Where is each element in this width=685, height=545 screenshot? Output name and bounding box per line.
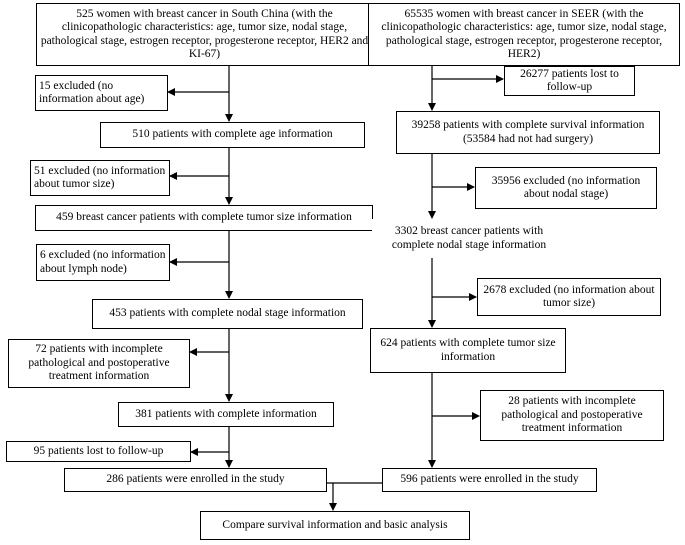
right-excluded-pathological-box: 28 patients with incomplete pathological…: [480, 390, 664, 441]
right-lost-followup-box: 26277 patients lost to follow-up: [504, 66, 635, 96]
final-text: Compare survival information and basic a…: [222, 518, 448, 531]
left-age-complete-box: 510 patients with complete age informati…: [100, 122, 365, 148]
left-excluded-lymph-text: 6 excluded (no information about lymph n…: [40, 249, 166, 275]
left-lost-followup-text: 95 patients lost to follow-up: [33, 444, 164, 457]
right-tumor-complete-text: 624 patients with complete tumor size in…: [380, 337, 556, 363]
right-enrolled-text: 596 patients were enrolled in the study: [400, 473, 579, 486]
left-excluded-lymph-box: 6 excluded (no information about lymph n…: [36, 244, 170, 281]
right-excluded-tumor-text: 2678 excluded (no information about tumo…: [483, 283, 655, 310]
right-excluded-pathological-text: 28 patients with incomplete pathological…: [501, 395, 643, 435]
final-box: Compare survival information and basic a…: [200, 511, 470, 540]
right-excluded-nodal-box: 35956 excluded (no information about nod…: [475, 167, 657, 209]
left-nodal-complete-box: 453 patients with complete nodal stage i…: [92, 299, 363, 329]
left-enrolled-text: 286 patients were enrolled in the study: [106, 473, 285, 486]
left-excluded-pathological-box: 72 patients with incomplete pathological…: [8, 339, 190, 388]
left-excluded-age-box: 15 excluded (no information about age): [35, 75, 168, 111]
right-survival-complete-text: 39258 patients with complete survival in…: [411, 119, 645, 145]
left-tumor-complete-text: 459 breast cancer patients with complete…: [56, 211, 352, 224]
left-complete-info-box: 381 patients with complete information: [118, 402, 334, 427]
right-tumor-complete-box: 624 patients with complete tumor size in…: [370, 328, 566, 373]
right-nodal-complete-text: 3302 breast cancer patients with complet…: [391, 225, 547, 251]
right-survival-complete-box: 39258 patients with complete survival in…: [396, 111, 660, 154]
left-excluded-tumor-text: 51 excluded (no information about tumor …: [34, 164, 166, 191]
right-nodal-complete-box: 3302 breast cancer patients with complet…: [372, 219, 566, 258]
left-start-text: 525 women with breast cancer in South Ch…: [40, 7, 369, 61]
left-start-box: 525 women with breast cancer in South Ch…: [36, 3, 373, 66]
right-excluded-nodal-text: 35956 excluded (no information about nod…: [491, 174, 641, 201]
right-lost-followup-text: 26277 patients lost to follow-up: [520, 67, 619, 94]
left-nodal-complete-text: 453 patients with complete nodal stage i…: [109, 307, 346, 320]
left-complete-info-text: 381 patients with complete information: [135, 407, 317, 420]
left-tumor-complete-box: 459 breast cancer patients with complete…: [35, 205, 373, 231]
right-start-box: 65535 women with breast cancer in SEER (…: [368, 3, 680, 66]
right-excluded-tumor-box: 2678 excluded (no information about tumo…: [477, 278, 661, 316]
left-excluded-age-text: 15 excluded (no information about age): [39, 79, 145, 106]
right-start-text: 65535 women with breast cancer in SEER (…: [381, 7, 667, 61]
right-enrolled-box: 596 patients were enrolled in the study: [382, 468, 597, 492]
left-enrolled-box: 286 patients were enrolled in the study: [64, 468, 327, 492]
left-excluded-pathological-text: 72 patients with incomplete pathological…: [28, 343, 170, 383]
left-lost-followup-box: 95 patients lost to follow-up: [6, 441, 191, 462]
left-excluded-tumor-box: 51 excluded (no information about tumor …: [30, 160, 170, 196]
left-age-complete-text: 510 patients with complete age informati…: [132, 128, 333, 141]
